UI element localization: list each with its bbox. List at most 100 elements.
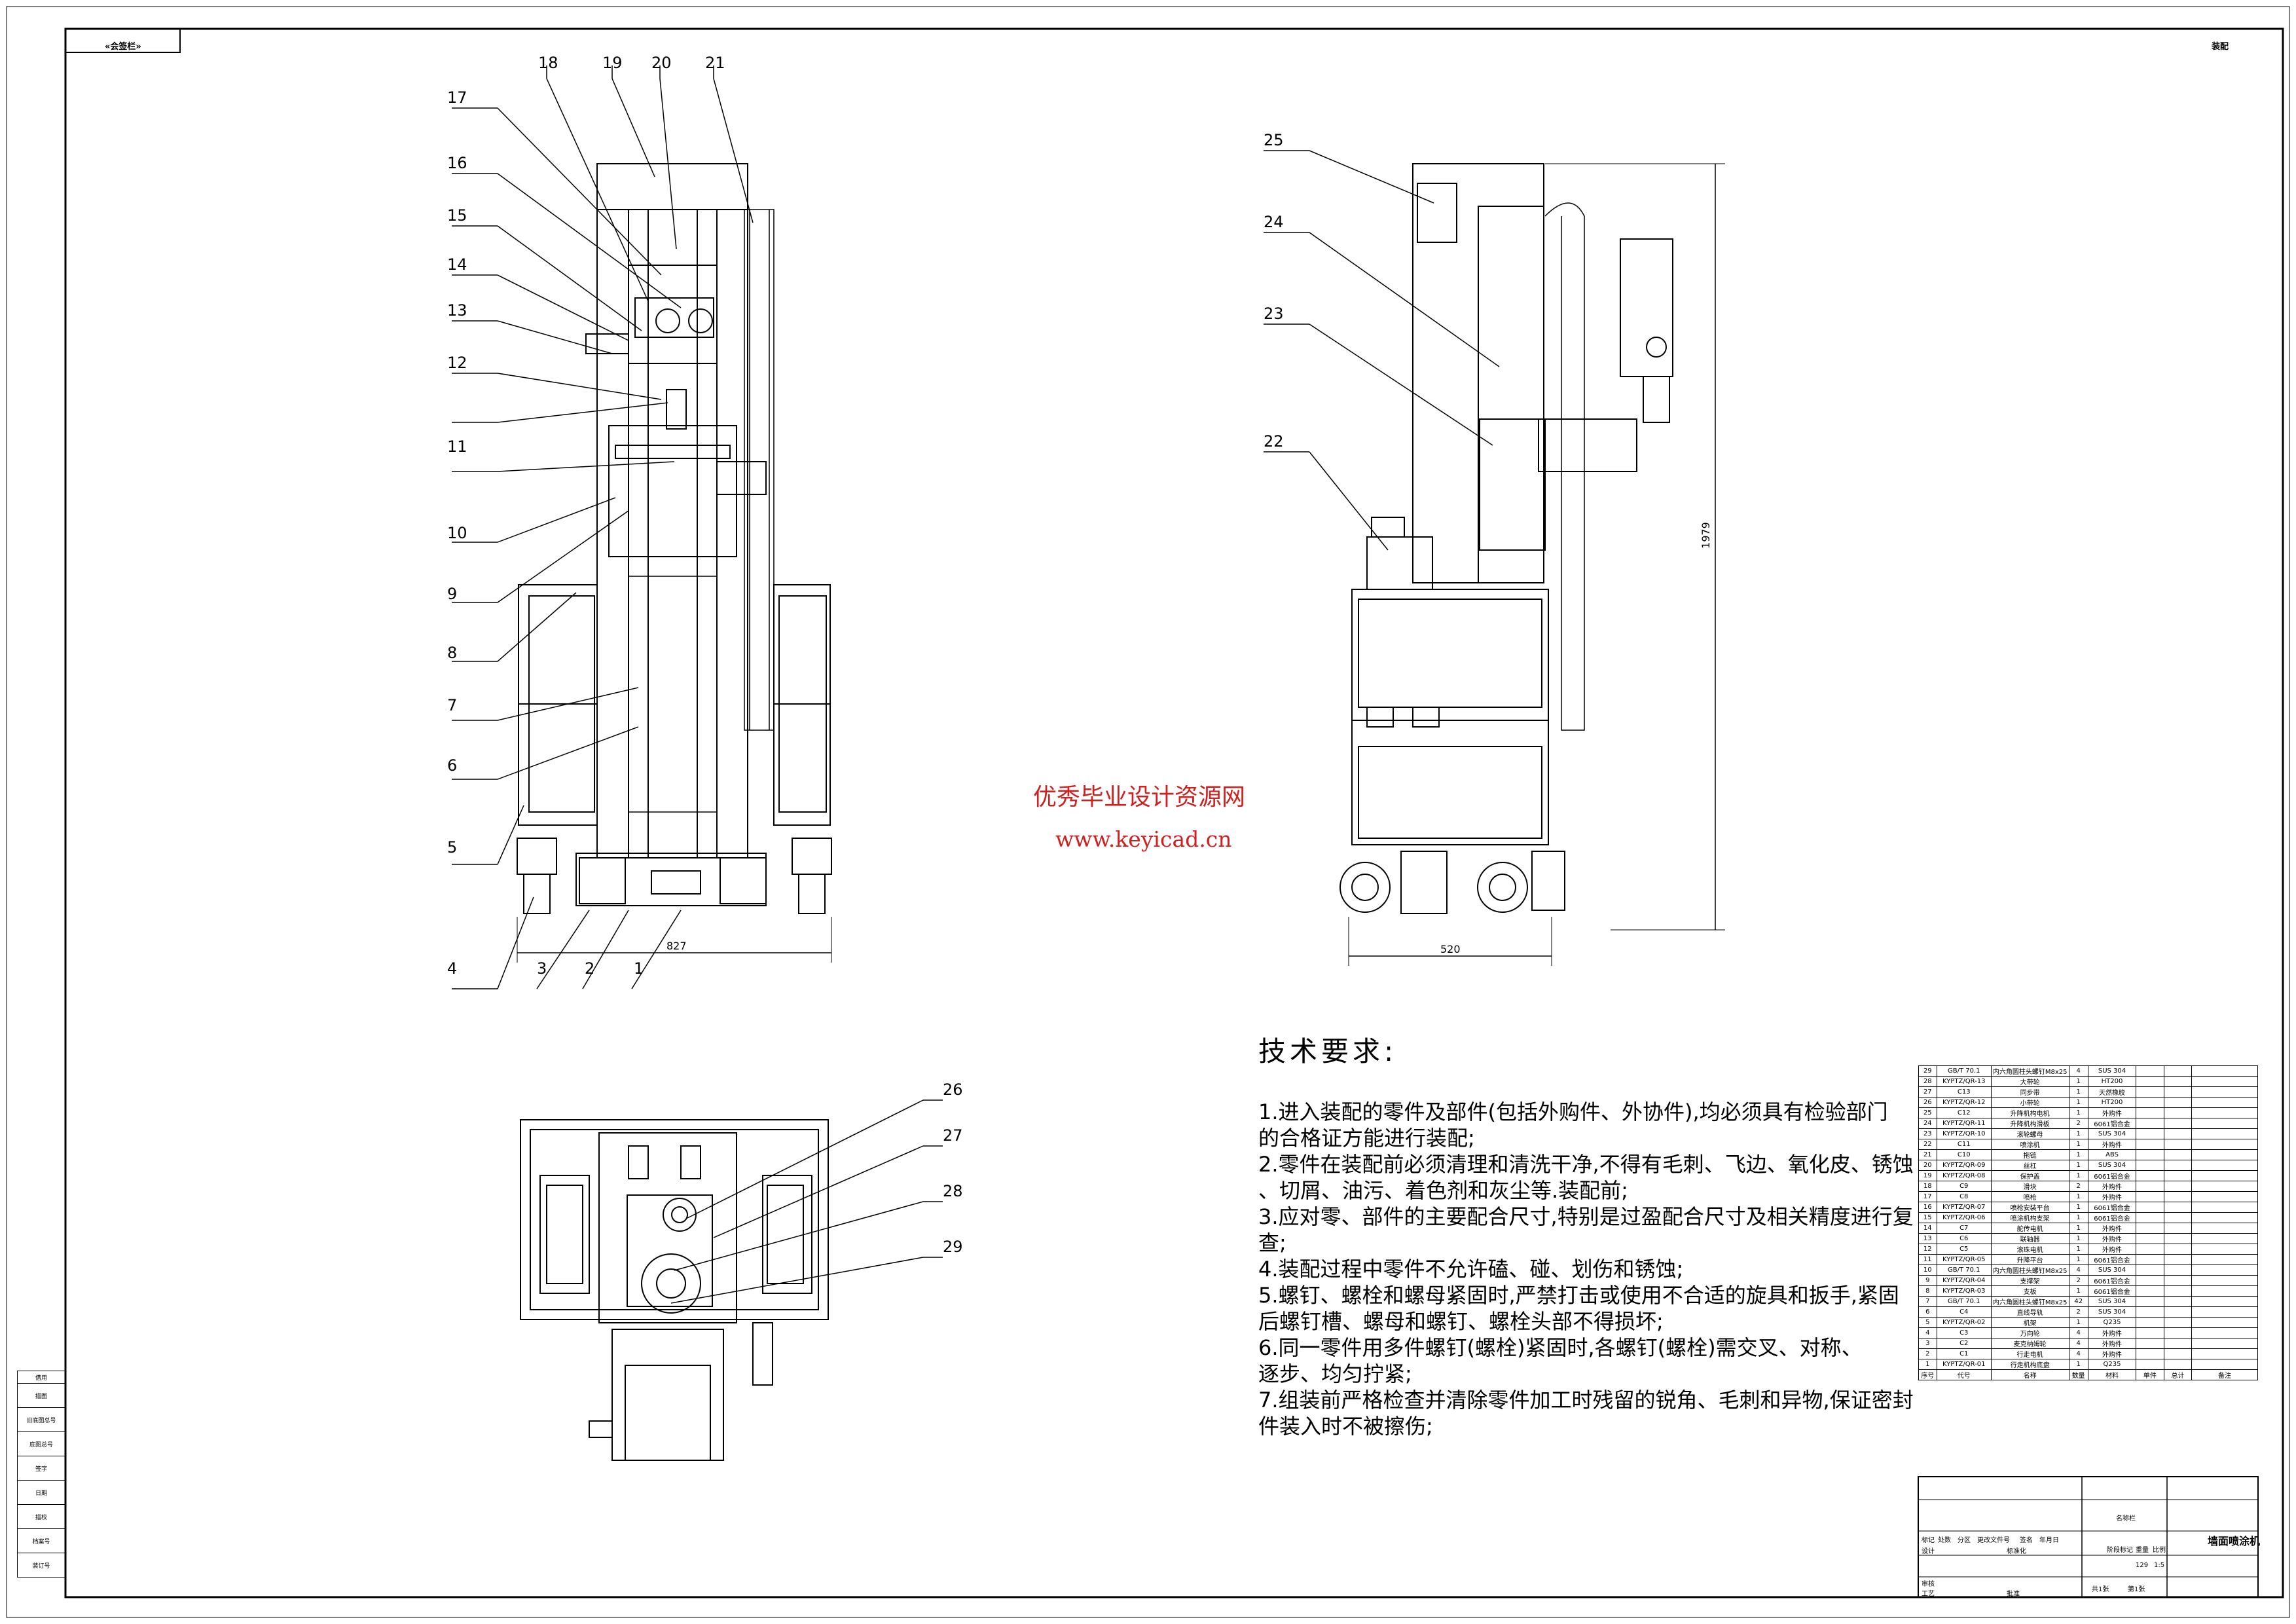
tech-line: 件装入时不被擦伤;: [1258, 1414, 1433, 1439]
bom-cell: [2163, 1244, 2193, 1255]
bom-cell: 2: [2068, 1275, 2088, 1286]
scale-label: 比例: [2153, 1547, 2166, 1554]
watermark-url[interactable]: www.keyicad.cn: [1055, 826, 1232, 852]
bom-cell: 喷枪: [1990, 1191, 2069, 1202]
bom-cell: 4: [2068, 1264, 2088, 1276]
bom-cell: [2191, 1359, 2258, 1370]
callout-10: 10: [447, 524, 467, 542]
bom-cell: [2163, 1296, 2193, 1307]
callout-9: 9: [447, 585, 458, 603]
tech-line: 6.同一零件用多件螺钉(螺栓)紧固时,各螺钉(螺栓)需交叉、对称、: [1258, 1335, 1863, 1360]
callout-23: 23: [1264, 304, 1284, 323]
bom-cell: KYPTZ/QR-05: [1936, 1254, 1992, 1265]
bom-cell: 11: [1918, 1254, 1937, 1265]
callout-27: 27: [943, 1126, 963, 1145]
bom-cell: C8: [1936, 1191, 1992, 1202]
bom-cell: [2163, 1285, 2193, 1297]
weight-value: 129: [2136, 1562, 2149, 1569]
bom-cell: 同步带: [1990, 1086, 2069, 1098]
bom-cell: [2163, 1212, 2193, 1223]
bom-cell: [2191, 1086, 2258, 1098]
bom-cell: [2163, 1139, 2193, 1150]
watermark-title: 优秀毕业设计资源网: [1033, 784, 1246, 811]
bom-cell: 1: [2068, 1233, 2088, 1244]
corner-label: «会签栏»: [105, 42, 141, 52]
tech-line: 后螺钉槽、螺母和螺钉、螺栓头部不得损坏;: [1258, 1309, 1664, 1334]
bom-cell: 1: [2068, 1223, 2088, 1234]
callout-13: 13: [447, 301, 467, 320]
bom-cell: KYPTZ/QR-02: [1936, 1317, 1992, 1328]
callout-26: 26: [943, 1080, 963, 1099]
bom-cell: [2136, 1327, 2164, 1338]
bom-cell: [2191, 1285, 2258, 1297]
bom-cell: [2191, 1118, 2258, 1129]
bom-cell: GB/T 70.1: [1936, 1065, 1992, 1077]
bom-cell: [2191, 1275, 2258, 1286]
material-mark: 名称栏: [2116, 1515, 2136, 1522]
bom-cell: 6061铝合金: [2087, 1212, 2137, 1223]
tb-date: 年月日: [2039, 1537, 2059, 1544]
bom-cell: 1: [2068, 1160, 2088, 1171]
bom-header-cell: 数量: [2068, 1369, 2088, 1380]
bom-cell: 保护盖: [1990, 1170, 2069, 1181]
bom-cell: SUS 304: [2087, 1128, 2137, 1139]
callout-19: 19: [602, 54, 623, 72]
left-strip-cell: 旧底图总号: [17, 1407, 65, 1432]
bom-cell: 1: [2068, 1254, 2088, 1265]
bom-cell: 16: [1918, 1202, 1937, 1213]
tech-line: 、切屑、油污、着色剂和灰尘等.装配前;: [1258, 1178, 1628, 1203]
tb-approve: 批准: [2007, 1591, 2020, 1598]
callout-12: 12: [447, 354, 467, 372]
bom-cell: 外购件: [2087, 1223, 2137, 1234]
tech-line: 1.进入装配的零件及部件(包括外购件、外协件),均必须具有检验部门: [1258, 1099, 1888, 1124]
left-strip-cell: 底图总号: [17, 1431, 65, 1456]
dim-side-height: 1979: [1699, 522, 1712, 549]
bom-cell: [2191, 1170, 2258, 1181]
bom-cell: 喷枪安装平台: [1990, 1202, 2069, 1213]
bom-cell: 9: [1918, 1275, 1937, 1286]
bom-cell: [2136, 1160, 2164, 1171]
bom-cell: [2163, 1097, 2193, 1108]
bom-cell: [2163, 1327, 2193, 1338]
bom-cell: 6061铝合金: [2087, 1254, 2137, 1265]
bom-cell: [2136, 1097, 2164, 1108]
top-view: [520, 1099, 943, 1461]
bom-cell: [2191, 1223, 2258, 1234]
bom-cell: 20: [1918, 1160, 1937, 1171]
bom-cell: 12: [1918, 1244, 1937, 1255]
bom-cell: C2: [1936, 1338, 1992, 1349]
callout-7: 7: [447, 696, 458, 714]
bom-header-cell: 总计: [2163, 1369, 2193, 1380]
bom-cell: [2191, 1233, 2258, 1244]
callout-25: 25: [1264, 131, 1284, 149]
bom-cell: SUS 304: [2087, 1160, 2137, 1171]
tech-line: 7.组装前严格检查并清除零件加工时残留的锐角、毛刺和异物,保证密封: [1258, 1388, 1914, 1412]
bom-cell: 小带轮: [1990, 1097, 2069, 1108]
bom-cell: KYPTZ/QR-09: [1936, 1160, 1992, 1171]
scale-value: 1:5: [2154, 1562, 2165, 1569]
bom-cell: SUS 304: [2087, 1306, 2137, 1318]
bom-cell: [2191, 1139, 2258, 1150]
bom-cell: [2136, 1306, 2164, 1318]
callout-20: 20: [651, 54, 672, 72]
bom-cell: 1: [2068, 1170, 2088, 1181]
bom-cell: [2163, 1191, 2193, 1202]
bom-cell: [2136, 1202, 2164, 1213]
callout-22: 22: [1264, 432, 1284, 451]
bom-cell: [2163, 1348, 2193, 1359]
bom-cell: 1: [2068, 1097, 2088, 1108]
bom-cell: 外购件: [2087, 1181, 2137, 1192]
left-strip-cell: 日期: [17, 1480, 65, 1505]
bom-cell: [2163, 1338, 2193, 1349]
bom-cell: KYPTZ/QR-11: [1936, 1118, 1992, 1129]
bom-header-cell: 代号: [1936, 1369, 1992, 1380]
left-strip-cell: 档案号: [17, 1528, 65, 1553]
